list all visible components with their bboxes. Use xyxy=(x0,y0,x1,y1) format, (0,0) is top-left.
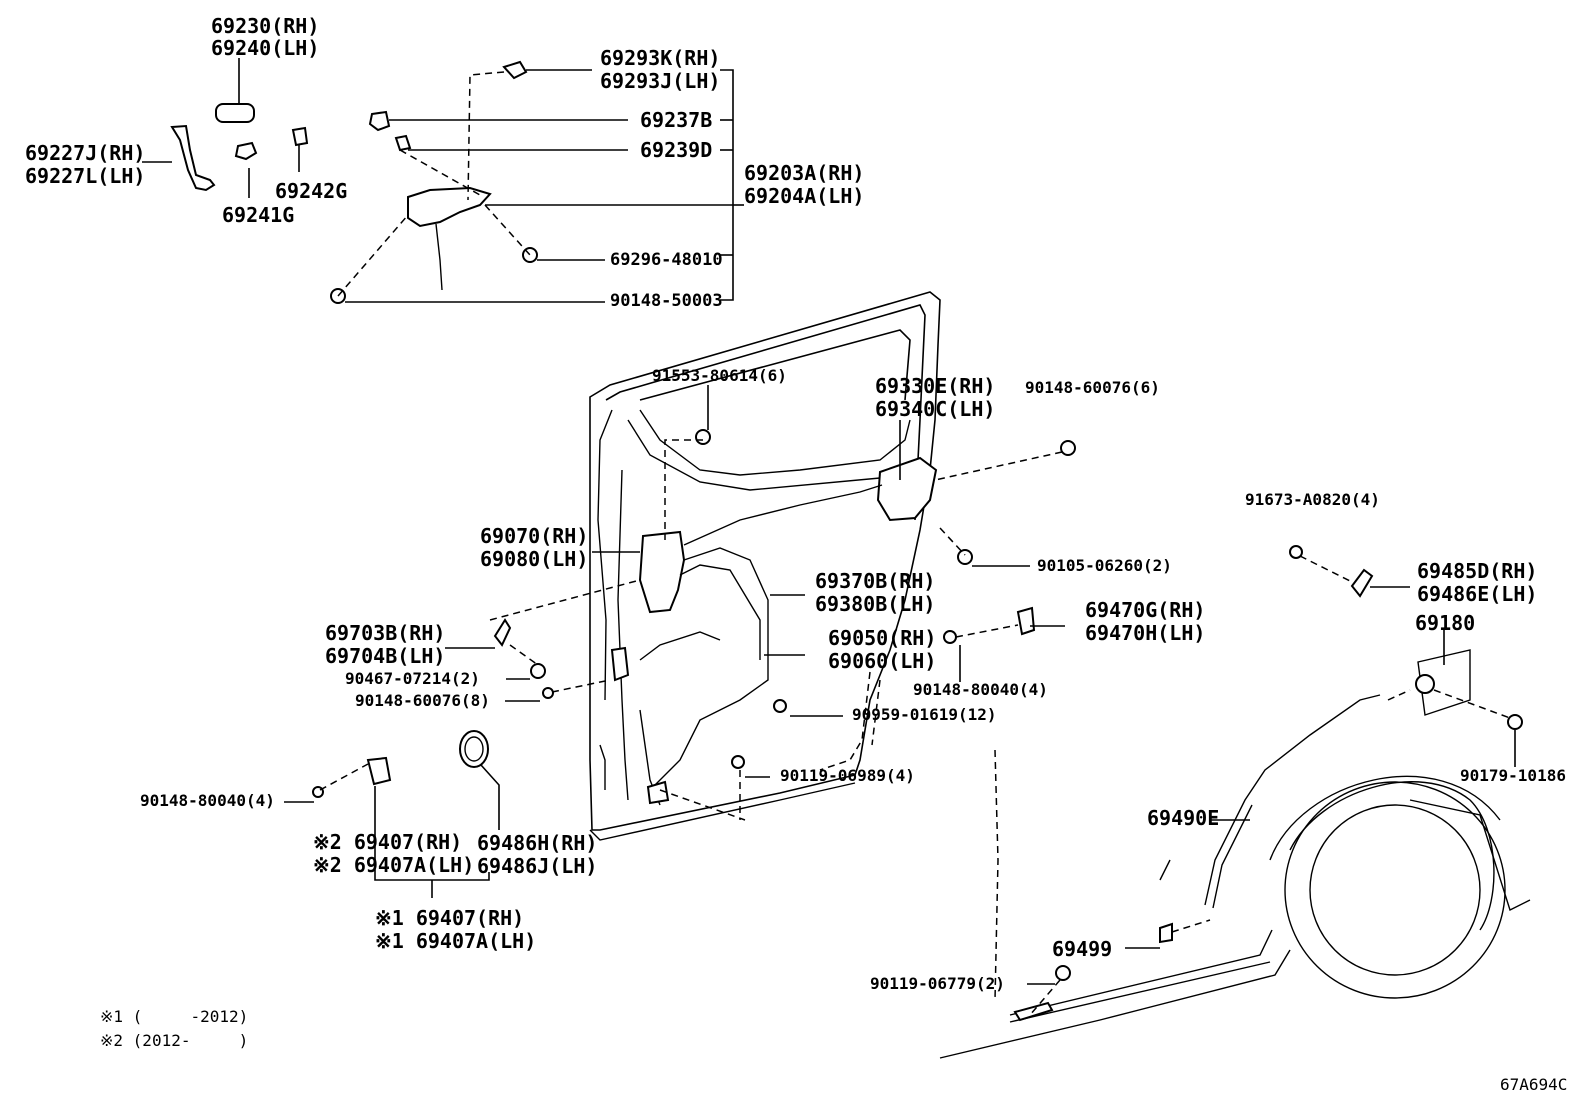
label-69704B: 69704B(LH) xyxy=(325,644,445,668)
label-69240: 69240(LH) xyxy=(211,36,319,60)
note-1: ※1 ( -2012) xyxy=(100,1007,248,1026)
label-69407-rh-2: ※2 69407(RH) xyxy=(313,830,462,854)
label-69204A: 69204A(LH) xyxy=(744,184,864,208)
label-69203A: 69203A(RH) xyxy=(744,161,864,185)
label-90148-50003: 90148-50003 xyxy=(610,291,723,311)
label-69060: 69060(LH) xyxy=(828,649,936,673)
label-69485D: 69485D(RH) xyxy=(1417,559,1537,583)
label-90179-10186: 90179-10186 xyxy=(1460,766,1566,785)
label-69241G: 69241G xyxy=(222,203,294,227)
leader-lines xyxy=(142,58,1516,1016)
label-69239D: 69239D xyxy=(640,138,712,162)
label-69230: 69230(RH) xyxy=(211,14,319,38)
label-69227J: 69227J(RH) xyxy=(25,141,145,165)
label-69370B: 69370B(RH) xyxy=(815,569,935,593)
part-labels: 69230(RH) 69240(LH) 69293K(RH) 69293J(LH… xyxy=(25,14,1566,993)
hinge-parts xyxy=(312,606,1036,798)
label-69296-48010: 69296-48010 xyxy=(610,250,723,270)
label-90119-06779: 90119-06779(2) xyxy=(870,974,1005,993)
label-69293J: 69293J(LH) xyxy=(600,69,720,93)
footnotes: ※1 ( -2012) ※2 (2012- ) 67A694C xyxy=(100,1007,1567,1094)
label-69180: 69180 xyxy=(1415,611,1475,635)
body-wheel-section xyxy=(939,545,1531,1059)
label-69407-rh-1: ※1 69407(RH) xyxy=(375,906,524,930)
label-69070: 69070(RH) xyxy=(480,524,588,548)
label-69050: 69050(RH) xyxy=(828,626,936,650)
label-90119-06989: 90119-06989(4) xyxy=(780,766,915,785)
label-69380B: 69380B(LH) xyxy=(815,592,935,616)
label-69080: 69080(LH) xyxy=(480,547,588,571)
label-69330E: 69330E(RH) xyxy=(875,374,995,398)
label-90148-80040-b: 90148-80040(4) xyxy=(140,791,275,810)
outside-handle-assembly xyxy=(170,60,538,304)
label-69486E: 69486E(LH) xyxy=(1417,582,1537,606)
label-69470G: 69470G(RH) xyxy=(1085,598,1205,622)
label-91553-80614: 91553-80614(6) xyxy=(652,366,787,385)
label-69490E: 69490E xyxy=(1147,806,1219,830)
label-90959-01619: 90959-01619(12) xyxy=(852,705,997,724)
label-90467-07214: 90467-07214(2) xyxy=(345,669,480,688)
note-2: ※2 (2012- ) xyxy=(100,1031,248,1050)
label-69499: 69499 xyxy=(1052,937,1112,961)
label-91673-A0820: 91673-A0820(4) xyxy=(1245,490,1380,509)
lock-cable-assembly xyxy=(493,429,1076,805)
label-69237B: 69237B xyxy=(640,108,712,132)
label-90105-06260: 90105-06260(2) xyxy=(1037,556,1172,575)
label-69470H: 69470H(LH) xyxy=(1085,621,1205,645)
label-90148-60076-6: 90148-60076(6) xyxy=(1025,378,1160,397)
label-69486H: 69486H(RH) xyxy=(477,831,597,855)
label-90148-60076-8: 90148-60076(8) xyxy=(355,691,490,710)
figure-code: 67A694C xyxy=(1500,1075,1567,1094)
door-panel-outline xyxy=(589,291,941,841)
label-69486J: 69486J(LH) xyxy=(477,854,597,878)
label-69227L: 69227L(LH) xyxy=(25,164,145,188)
label-69703B: 69703B(RH) xyxy=(325,621,445,645)
label-69407A-lh-2: ※2 69407A(LH) xyxy=(313,853,474,877)
label-69242G: 69242G xyxy=(275,179,347,203)
label-69293K: 69293K(RH) xyxy=(600,46,720,70)
label-69407A-lh-1: ※1 69407A(LH) xyxy=(375,929,536,953)
label-90148-80040-a: 90148-80040(4) xyxy=(913,680,1048,699)
label-69340C: 69340C(LH) xyxy=(875,397,995,421)
